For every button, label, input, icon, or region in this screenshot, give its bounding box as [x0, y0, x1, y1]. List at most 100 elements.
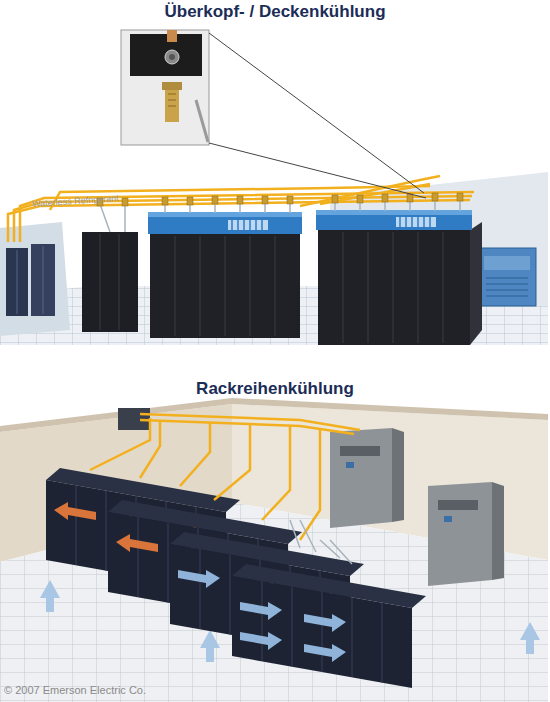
overhead-cooling-unit — [148, 212, 302, 234]
detail-inset — [121, 30, 209, 145]
overhead-cooling-unit — [316, 210, 472, 230]
refrigerant-pipe — [90, 418, 150, 470]
detail-inset — [130, 34, 202, 76]
detail-inset — [167, 30, 177, 42]
floor-airflow — [40, 580, 60, 612]
refrigerant-pipe — [320, 184, 430, 204]
rack-row — [82, 232, 138, 332]
refrigerant-pipe — [140, 420, 354, 434]
leader-line — [209, 143, 426, 198]
refrigerant-pipe — [8, 176, 474, 242]
valve-block — [122, 198, 128, 206]
crac-unit-top — [478, 248, 536, 306]
copyright-note: © 2007 Emerson Electric Co. — [4, 684, 146, 697]
crac-unit — [428, 482, 492, 586]
rack-row — [470, 222, 482, 345]
valve-block — [332, 195, 338, 203]
crac-unit — [340, 446, 380, 456]
crac-unit-top — [478, 248, 536, 306]
rack-row — [175, 236, 275, 336]
cutaway-left — [17, 246, 43, 314]
rack-row — [100, 234, 119, 330]
hose — [100, 204, 125, 232]
refrigerant-pipe — [140, 420, 160, 478]
rack-row — [116, 534, 158, 552]
rack-row — [240, 602, 346, 662]
rack-row — [343, 232, 443, 343]
section-title: Überkopf- / Deckenkühlung — [0, 2, 550, 22]
detail-inset — [165, 50, 179, 64]
crac-unit-top — [486, 278, 528, 296]
refrigerant-pipe — [90, 414, 360, 540]
cutaway-left — [0, 222, 70, 336]
valve-block — [237, 196, 243, 204]
detail-inset — [162, 82, 182, 90]
cutaway-left — [0, 222, 70, 336]
valve-block — [432, 193, 438, 201]
rack-row — [150, 234, 300, 338]
valve-block — [457, 193, 463, 201]
detail-inset — [121, 30, 209, 145]
detail-inset — [168, 94, 176, 106]
hose — [165, 202, 290, 213]
hose — [290, 520, 352, 564]
room-walls — [0, 398, 548, 432]
hose — [290, 520, 352, 564]
refrigerant-pipe — [214, 424, 250, 500]
crac-unit — [444, 516, 452, 522]
refrigerant-pipe — [300, 176, 440, 206]
hose — [335, 199, 460, 211]
valve-block — [162, 197, 168, 205]
overhead-cooling-unit — [228, 220, 268, 230]
valve-block — [382, 194, 388, 202]
crac-unit — [330, 428, 392, 528]
rack-row — [82, 222, 482, 345]
pipe-label: Waterless Refrigerant — [32, 193, 119, 209]
valve-block — [407, 194, 413, 202]
overhead-cooling-unit — [232, 220, 262, 230]
refrigerant-pipe — [20, 192, 474, 242]
rack-row — [232, 564, 426, 688]
refrigerant-pipe — [262, 426, 290, 520]
floor-airflow — [520, 622, 540, 654]
valve-block — [287, 196, 293, 204]
leader-line — [209, 33, 424, 193]
refrigerant-pipe — [180, 422, 210, 486]
overhead-cooling-unit — [396, 217, 436, 227]
crac-unit — [346, 462, 354, 468]
floor-airflow — [200, 630, 220, 662]
rack-row — [318, 230, 470, 345]
crac-unit — [492, 482, 504, 580]
refrigerant-pipe — [300, 428, 320, 540]
hose — [100, 199, 460, 232]
section-title: Rackreihenkühlung — [0, 379, 550, 399]
rack-row — [240, 602, 282, 620]
crac-unit — [330, 428, 504, 586]
rack-row — [304, 614, 346, 632]
valve-block — [187, 197, 193, 205]
crac-unit — [392, 428, 404, 522]
crac-unit-top — [484, 256, 530, 270]
valve-block — [212, 196, 218, 204]
overhead-cooling-unit — [148, 210, 472, 234]
overhead-cooling-unit — [148, 212, 302, 217]
detail-inset — [165, 90, 179, 122]
crac-unit — [438, 500, 478, 510]
rack-row — [178, 570, 220, 588]
refrigerant-pipe — [8, 200, 470, 242]
overhead-cooling-unit — [316, 210, 472, 215]
detail-inset — [196, 100, 208, 142]
valve-block — [262, 196, 268, 204]
rack-row — [54, 502, 96, 520]
rack-row — [304, 644, 346, 662]
leader-line — [209, 33, 426, 198]
rack-row — [240, 632, 282, 650]
valve-block — [357, 195, 363, 203]
rack-row — [262, 581, 382, 683]
valve-block — [97, 193, 463, 206]
rack-row — [232, 576, 412, 688]
detail-inset — [169, 54, 175, 60]
overhead-cooling-unit — [400, 217, 430, 227]
